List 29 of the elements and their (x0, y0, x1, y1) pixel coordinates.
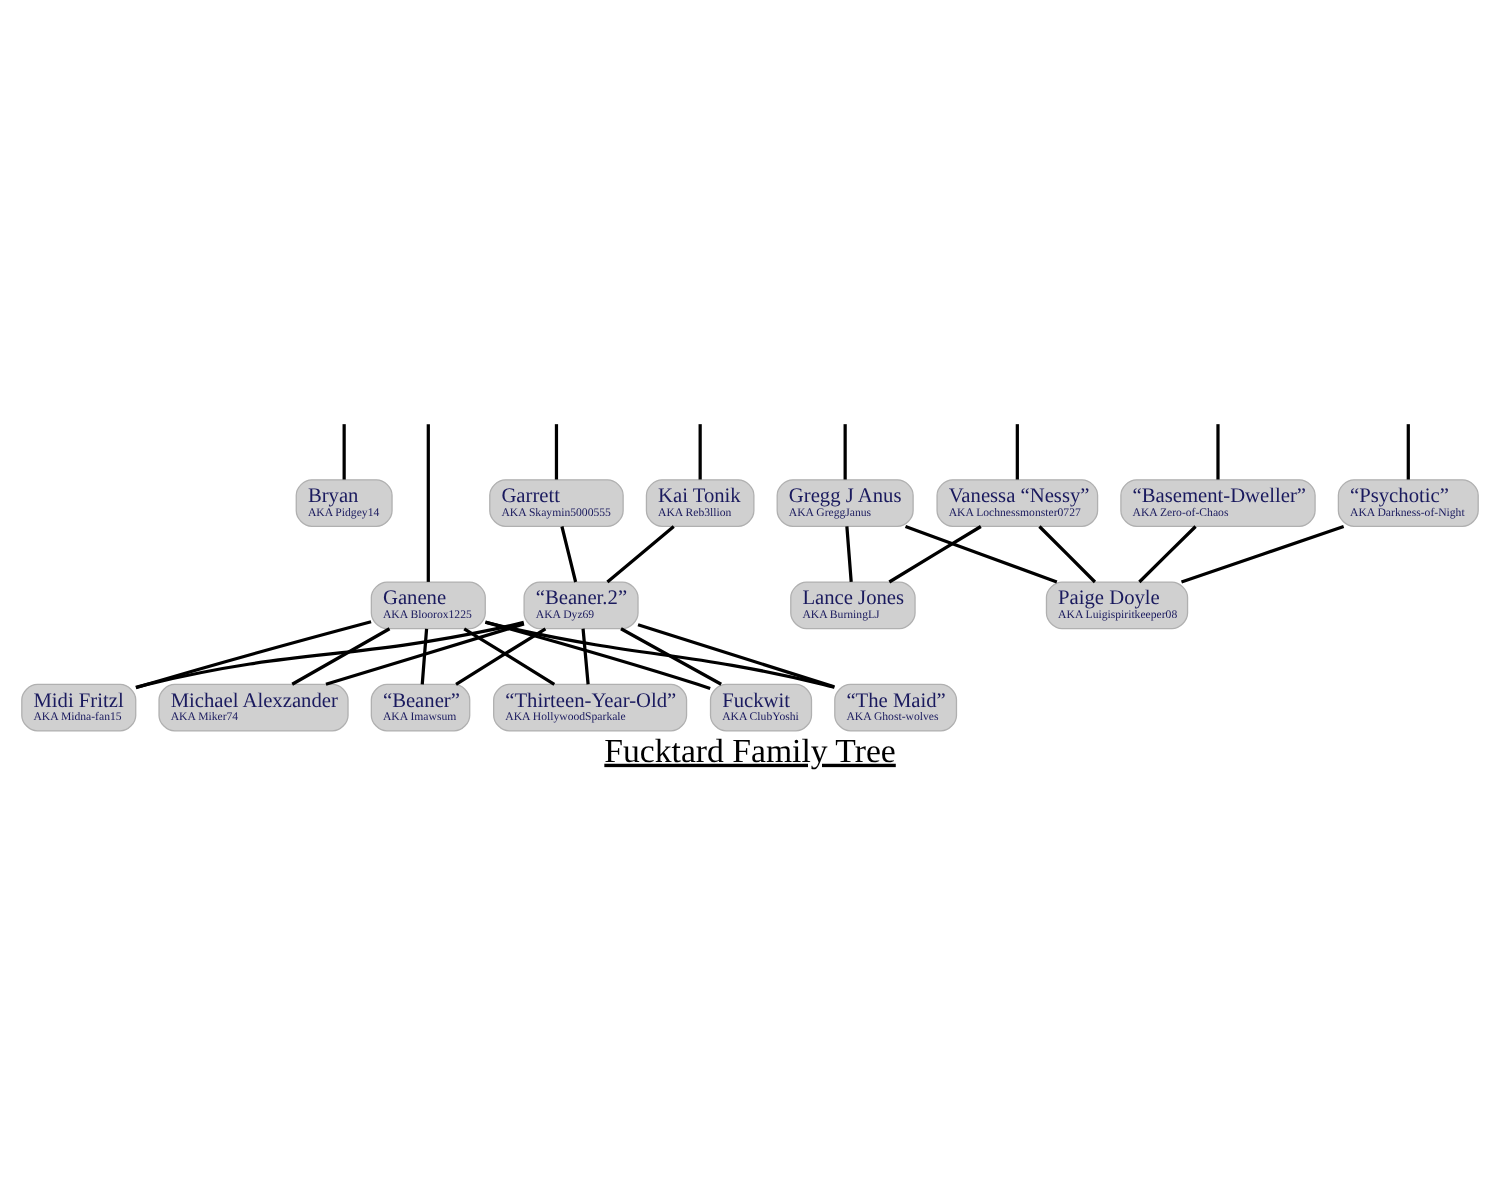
connector (904, 523, 1058, 583)
diagram-title: Fucktard Family Tree (604, 730, 896, 769)
connector (1406, 423, 1410, 479)
connector (1180, 523, 1345, 583)
connector (637, 622, 835, 688)
connector (606, 524, 675, 583)
connector (485, 619, 835, 688)
connector (1038, 524, 1097, 583)
connector (135, 619, 372, 689)
connector (455, 626, 547, 685)
connector (484, 619, 711, 689)
connector (620, 626, 722, 685)
connector (843, 423, 847, 479)
connector (845, 525, 853, 582)
connector (135, 619, 525, 688)
connector (342, 423, 346, 479)
connector (888, 524, 982, 583)
connector (463, 626, 556, 685)
connector (1138, 524, 1197, 583)
connector (426, 423, 430, 581)
connector (1015, 423, 1019, 479)
connector (420, 627, 429, 684)
connector (554, 423, 559, 479)
connector (291, 626, 391, 685)
connector (698, 423, 702, 479)
connector (1216, 423, 1220, 479)
connector (560, 525, 578, 582)
connector (581, 627, 590, 684)
connector (325, 621, 525, 685)
